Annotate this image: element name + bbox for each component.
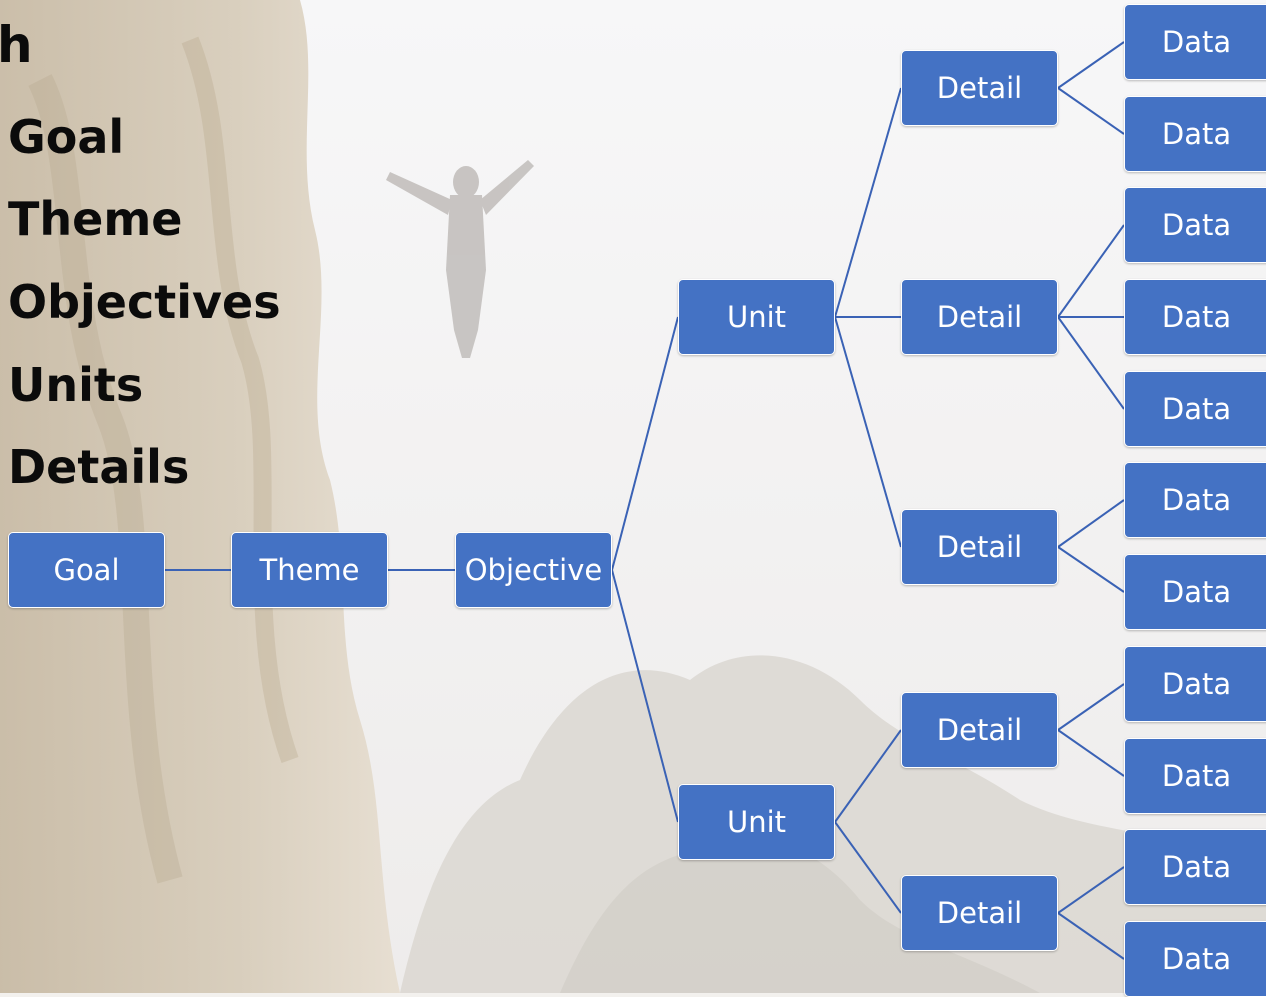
- connector-detail-1-data-2: [1057, 87, 1125, 135]
- data-node: Data: [1124, 921, 1266, 997]
- connector-detail-2-data-1: [1057, 224, 1125, 318]
- theme-node: Theme: [231, 532, 388, 608]
- connector-detail-1-data-1: [1057, 41, 1125, 89]
- data-node: Data: [1124, 738, 1266, 814]
- bullet-units: Units: [8, 358, 144, 412]
- detail-node-2: Detail: [901, 279, 1058, 355]
- detail-node-4: Detail: [901, 692, 1058, 768]
- data-node: Data: [1124, 462, 1266, 538]
- data-node: Data: [1124, 4, 1266, 80]
- connector-detail-2-data-3: [1057, 316, 1125, 410]
- data-node: Data: [1124, 554, 1266, 630]
- connector-objective-unit-1: [611, 316, 679, 571]
- connector-detail-5-data-2: [1057, 912, 1125, 960]
- data-node: Data: [1124, 646, 1266, 722]
- slide-heading: h: [0, 16, 33, 74]
- connector-detail-3-data-2: [1057, 546, 1125, 593]
- bullet-theme: Theme: [8, 192, 183, 246]
- connector-unit-1-detail-1: [834, 87, 902, 318]
- bullet-details: Details: [8, 440, 190, 494]
- connector-unit-1-detail-3: [834, 316, 902, 548]
- bullet-goal: Goal: [8, 110, 125, 164]
- connector-detail-4-data-1: [1057, 683, 1125, 731]
- connector-unit-2-detail-2: [834, 821, 902, 914]
- data-node: Data: [1124, 187, 1266, 263]
- objective-node: Objective: [455, 532, 612, 608]
- bullet-objectives: Objectives: [8, 275, 281, 329]
- connector-unit-2-detail-1: [834, 729, 902, 823]
- data-node: Data: [1124, 279, 1266, 355]
- goal-node: Goal: [8, 532, 165, 608]
- unit-node-2: Unit: [678, 784, 835, 860]
- connector-detail-4-data-2: [1057, 729, 1125, 777]
- connector-detail-5-data-1: [1057, 866, 1125, 914]
- detail-node-3: Detail: [901, 509, 1058, 585]
- data-node: Data: [1124, 96, 1266, 172]
- detail-node-5: Detail: [901, 875, 1058, 951]
- detail-node-1: Detail: [901, 50, 1058, 126]
- connector-objective-unit-2: [611, 569, 679, 823]
- connector-detail-3-data-1: [1057, 499, 1125, 548]
- unit-node-1: Unit: [678, 279, 835, 355]
- data-node: Data: [1124, 829, 1266, 905]
- data-node: Data: [1124, 371, 1266, 447]
